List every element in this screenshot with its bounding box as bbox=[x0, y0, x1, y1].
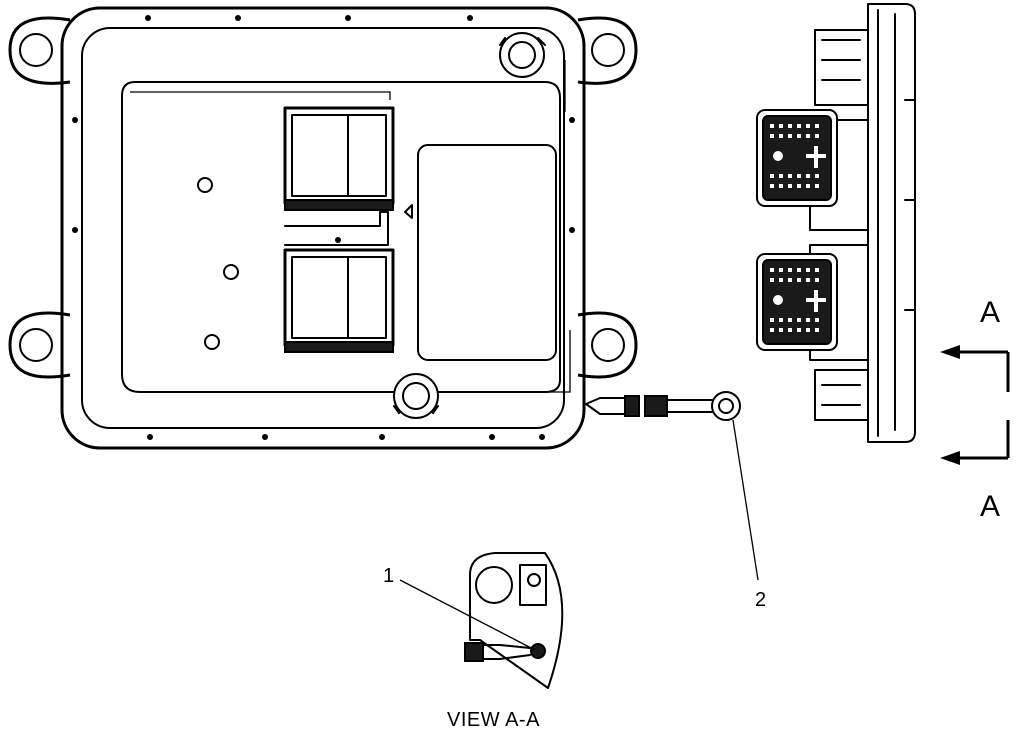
section-arrow-top bbox=[940, 345, 960, 359]
connector-j2 bbox=[283, 248, 395, 353]
ground-strap-ring-terminal bbox=[711, 391, 741, 421]
mounting-ear-bottom-left bbox=[8, 311, 71, 379]
cover-hole bbox=[197, 177, 213, 193]
ecm-front-view bbox=[8, 6, 638, 450]
leader-line-1 bbox=[399, 579, 536, 651]
leader-line-2 bbox=[732, 419, 759, 581]
connector-j1 bbox=[283, 106, 395, 211]
section-arrow-bottom bbox=[940, 451, 960, 465]
cover-hole bbox=[204, 334, 220, 350]
callout-label-1: 1 bbox=[383, 565, 395, 587]
perimeter-screws bbox=[72, 15, 575, 440]
side-connector-j1 bbox=[756, 109, 838, 207]
view-caption: VIEW A-A bbox=[447, 709, 540, 731]
detail-bracket bbox=[519, 564, 547, 606]
ecm-label-plate bbox=[417, 144, 557, 361]
detail-ground-bolt bbox=[530, 643, 546, 659]
section-mark-bottom: A bbox=[980, 490, 1001, 523]
detail-mounting-hole bbox=[475, 566, 513, 604]
ecm-side-view bbox=[756, 3, 916, 443]
ground-strap bbox=[585, 391, 741, 421]
mounting-boss-bottom bbox=[393, 373, 439, 419]
ground-strap-crimp bbox=[644, 395, 668, 417]
section-mark-top: A bbox=[980, 296, 1001, 329]
view-a-a-detail bbox=[464, 552, 564, 689]
mounting-ear-bottom-right bbox=[577, 311, 638, 379]
detail-strap-crimp bbox=[464, 642, 484, 662]
callout-label-2: 2 bbox=[755, 589, 767, 611]
side-connector-j2 bbox=[756, 253, 838, 351]
ground-strap-crimp bbox=[624, 395, 640, 417]
cover-hole bbox=[223, 264, 239, 280]
mounting-ear-top-left bbox=[8, 16, 71, 85]
mounting-ear-top-right bbox=[577, 16, 638, 85]
section-cut-indicator bbox=[940, 345, 1010, 465]
mounting-boss-top bbox=[499, 32, 546, 78]
ecm-housing-inner-flange bbox=[81, 27, 565, 429]
ecm-side-housing bbox=[867, 3, 916, 443]
ecm-housing bbox=[60, 6, 586, 450]
